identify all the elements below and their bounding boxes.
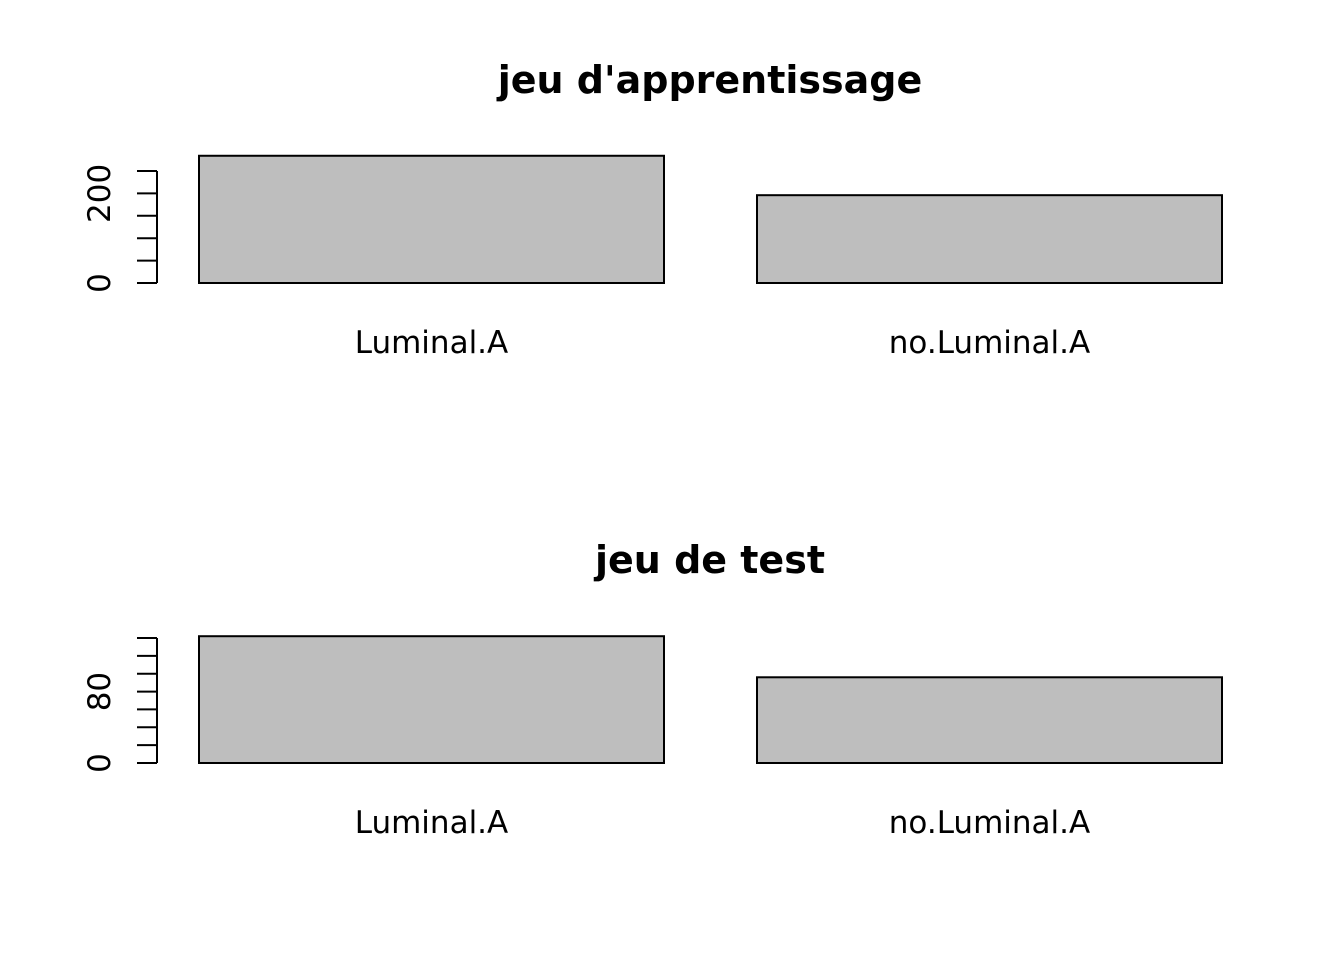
y-tick-label: 0: [82, 753, 118, 773]
y-tick-label: 0: [82, 273, 118, 293]
chart-title: jeu de test: [593, 538, 825, 582]
category-label: no.Luminal.A: [889, 805, 1090, 841]
bar-luminal-a: [198, 635, 665, 765]
category-label: Luminal.A: [355, 805, 509, 841]
chart-title: jeu d'apprentissage: [496, 58, 923, 102]
bar-no-luminal-a: [756, 194, 1223, 284]
category-label: Luminal.A: [355, 325, 509, 361]
chart-panel-test: jeu de test Luminal.A no.Luminal.A 0 80: [82, 538, 1223, 841]
category-label: no.Luminal.A: [889, 325, 1090, 361]
bar-luminal-a: [198, 154, 665, 285]
y-tick-label: 80: [82, 672, 118, 711]
y-tick-label: 200: [82, 164, 118, 223]
bar-no-luminal-a: [756, 676, 1223, 764]
chart-panel-training: jeu d'apprentissage Luminal.A no.Luminal.…: [82, 58, 1223, 361]
